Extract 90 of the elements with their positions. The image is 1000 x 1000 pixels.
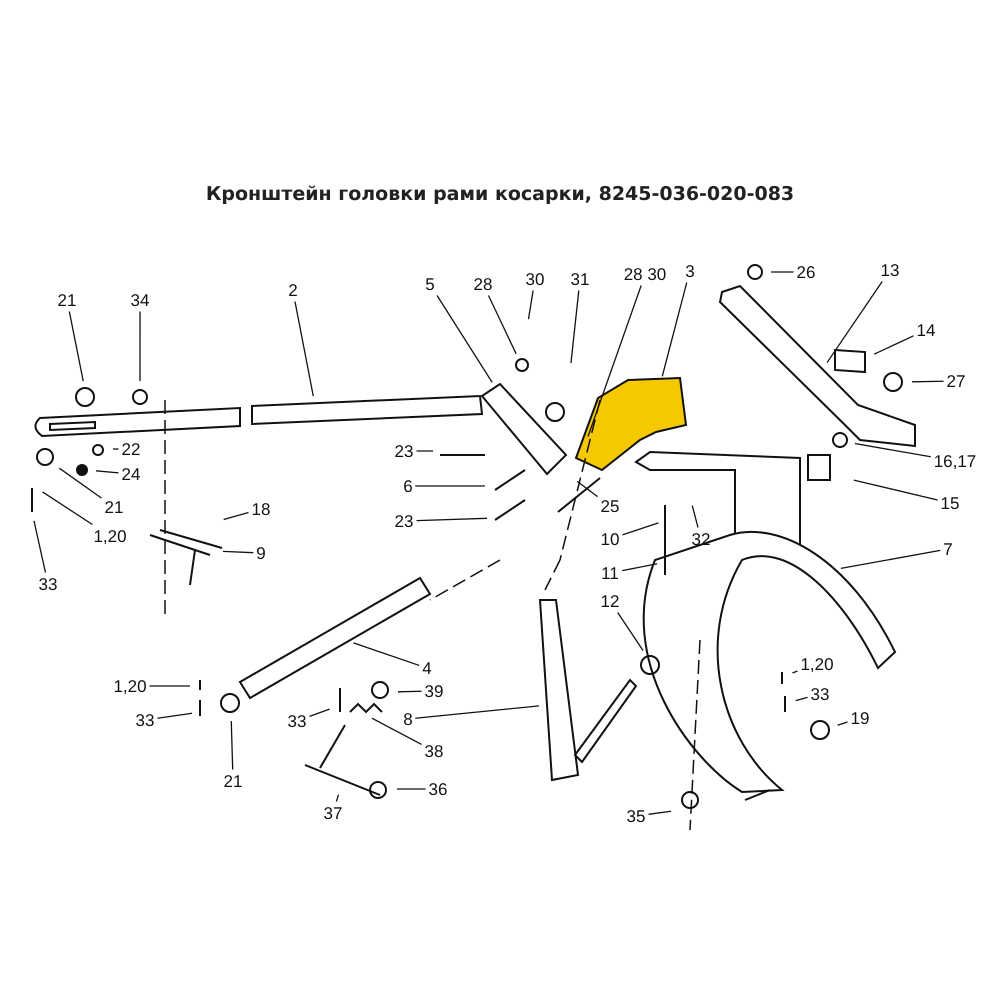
callout-number: 21 [104, 498, 124, 516]
leader-line [139, 312, 141, 381]
leader-line [648, 810, 672, 815]
callout-number: 10 [600, 530, 620, 548]
leader-line [528, 290, 534, 320]
callout-number: 1,20 [799, 654, 835, 674]
leader-line [854, 479, 938, 501]
leader-line [415, 485, 485, 487]
leader-line [570, 290, 580, 364]
leader-line [617, 612, 644, 651]
callout-number: 33 [134, 710, 156, 730]
leader-line [397, 788, 426, 790]
callout-number: 34 [130, 290, 150, 310]
callout-number: 38 [424, 742, 444, 760]
leader-line [96, 470, 119, 474]
leader-line [372, 718, 422, 745]
callout-number: 19 [850, 708, 870, 728]
callout-number: 21 [56, 290, 78, 310]
leader-line [840, 550, 940, 570]
callout-number: 33 [38, 574, 58, 594]
leader-line [436, 295, 493, 383]
callout-number: 3 [684, 262, 696, 280]
leader-line [576, 480, 598, 498]
leader-line [149, 685, 190, 687]
leader-line [662, 282, 688, 376]
leader-line [222, 550, 254, 554]
callout-number: 21 [222, 772, 244, 790]
leader-line [854, 442, 931, 458]
callout-number: 15 [940, 494, 960, 512]
leader-line [416, 450, 433, 452]
leader-line [587, 285, 642, 437]
callout-number: 16,17 [932, 452, 978, 470]
leader-line [792, 670, 798, 674]
callout-number: 28 [472, 274, 494, 294]
leader-line [336, 794, 340, 802]
leader-line [398, 690, 422, 692]
callout-number: 2 [287, 280, 299, 300]
callout-number: 30 [524, 270, 546, 288]
callout-number: 31 [570, 270, 590, 288]
leader-line [622, 522, 659, 536]
callout-number: 12 [600, 592, 620, 610]
callout-number: 1,20 [112, 676, 148, 696]
leader-line [309, 708, 330, 718]
leader-line [415, 705, 540, 719]
callout-number: 5 [424, 274, 436, 294]
callout-number: 18 [250, 500, 272, 518]
callout-number: 39 [424, 682, 444, 700]
leader-line [692, 506, 699, 528]
leader-line [42, 491, 93, 526]
leader-line [622, 563, 658, 572]
callout-number: 35 [626, 806, 646, 826]
callout-number: 23 [394, 442, 414, 460]
callout-number: 33 [810, 684, 830, 704]
callout-number: 28 30 [622, 264, 668, 284]
callout-number: 1,20 [92, 526, 128, 546]
leader-line [157, 712, 192, 719]
leader-line [33, 520, 46, 573]
callout-number: 6 [402, 476, 414, 496]
diagram-title: Кронштейн головки рами косарки, 8245-036-020-083 [204, 183, 796, 205]
leader-line [68, 311, 84, 382]
callout-number: 24 [120, 464, 142, 484]
leader-line [230, 720, 234, 770]
callout-number: 36 [428, 780, 448, 798]
callout-number: 26 [796, 262, 816, 282]
callout-number: 22 [120, 440, 142, 458]
leader-line [874, 335, 914, 355]
leader-line [58, 468, 102, 499]
callout-number: 37 [322, 804, 344, 822]
callout-number: 14 [916, 320, 936, 340]
leader-line [416, 518, 488, 522]
leader-line [826, 281, 883, 363]
callout-number: 7 [942, 540, 954, 558]
callout-number: 25 [600, 496, 620, 516]
callout-number: 9 [255, 544, 267, 562]
callout-number: 33 [286, 712, 308, 730]
callout-number: 23 [394, 512, 414, 530]
callout-number: 13 [880, 260, 900, 280]
leader-line [223, 512, 249, 520]
callout-number: 11 [600, 564, 620, 582]
callout-number: 27 [946, 372, 966, 390]
leader-line [912, 380, 944, 382]
leader-line [771, 271, 794, 273]
leader-line [113, 448, 119, 450]
leader-line [796, 696, 808, 702]
leader-line [837, 721, 848, 726]
callout-number: 4 [421, 658, 433, 678]
leader-line [488, 295, 517, 354]
leader-line [294, 301, 314, 396]
leader-line [353, 642, 420, 666]
callout-number: 8 [402, 710, 414, 728]
